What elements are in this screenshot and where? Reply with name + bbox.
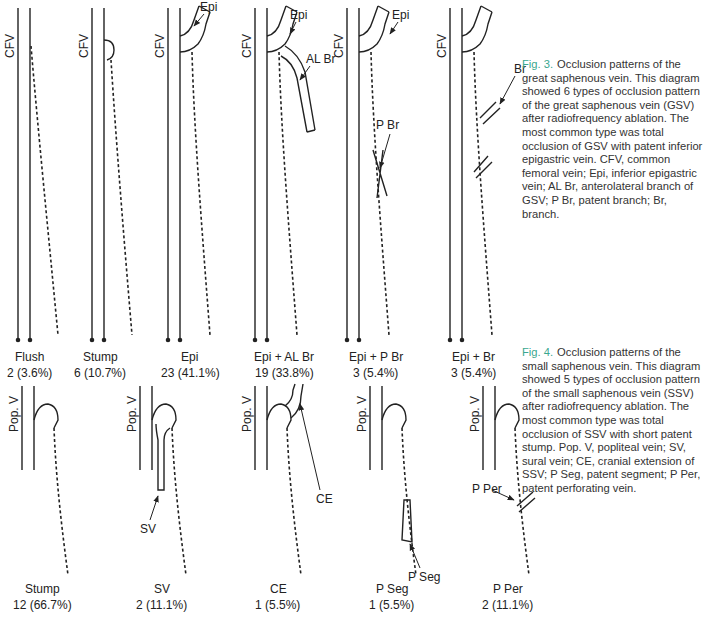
pattern-label: P Seg bbox=[376, 582, 408, 596]
callout-label: AL Br bbox=[306, 52, 336, 66]
pattern-label: SV bbox=[154, 582, 170, 596]
vessel-label: Pop. V bbox=[355, 396, 369, 432]
caption-text: Occlusion patterns of the great saphenou… bbox=[522, 58, 702, 220]
pattern-label: 3 (5.4%) bbox=[353, 366, 398, 380]
pattern-label: P Per bbox=[493, 582, 523, 596]
pattern-label: Epi bbox=[181, 350, 198, 364]
pattern-label: Epi + Br bbox=[452, 350, 495, 364]
pattern-label: 1 (5.5%) bbox=[255, 598, 300, 612]
callout-label: Epi bbox=[200, 0, 217, 14]
figure-caption: Fig. 3.Occlusion patterns of the great s… bbox=[522, 58, 706, 221]
callout-label: CE bbox=[316, 492, 333, 506]
pattern-label: Stump bbox=[83, 350, 118, 364]
pattern-label: 2 (11.1%) bbox=[136, 598, 187, 612]
callout-label: P Seg bbox=[408, 570, 440, 584]
pattern-label: 12 (66.7%) bbox=[13, 598, 72, 612]
vessel-label: CFV bbox=[435, 34, 449, 58]
pattern-label: 23 (41.1%) bbox=[161, 366, 220, 380]
pattern-label: 3 (5.4%) bbox=[451, 366, 496, 380]
figure-caption: Fig. 4.Occlusion patterns of the small s… bbox=[522, 346, 706, 496]
figure-number: Fig. 3. bbox=[522, 58, 553, 70]
callout-label: P Br bbox=[376, 118, 399, 132]
vessel-label: Pop. V bbox=[240, 396, 254, 432]
pattern-label: CE bbox=[270, 582, 287, 596]
pattern-label: Epi + P Br bbox=[349, 350, 403, 364]
callout-label: Epi bbox=[290, 8, 307, 22]
vessel-label: Pop. V bbox=[125, 396, 139, 432]
callout-label: P Per bbox=[472, 482, 502, 496]
pattern-label: 2 (3.6%) bbox=[7, 366, 52, 380]
vessel-label: CFV bbox=[153, 34, 167, 58]
figure-number: Fig. 4. bbox=[522, 346, 553, 358]
vessel-label: Pop. V bbox=[468, 396, 482, 432]
pattern-label: 2 (11.1%) bbox=[482, 598, 533, 612]
vessel-label: CFV bbox=[77, 34, 91, 58]
vessel-label: Pop. V bbox=[7, 396, 21, 432]
pattern-label: Stump bbox=[25, 582, 60, 596]
pattern-label: Flush bbox=[15, 350, 44, 364]
vessel-label: CFV bbox=[3, 34, 17, 58]
pattern-label: 19 (33.8%) bbox=[255, 366, 314, 380]
caption-text: Occlusion patterns of the small saphenou… bbox=[522, 346, 700, 494]
callout-label: SV bbox=[140, 522, 156, 536]
callout-label: Epi bbox=[392, 8, 409, 22]
pattern-label: 6 (10.7%) bbox=[74, 366, 126, 380]
pattern-label: 1 (5.5%) bbox=[369, 598, 414, 612]
pattern-label: Epi + AL Br bbox=[254, 350, 314, 364]
vessel-label: CFV bbox=[240, 34, 254, 58]
